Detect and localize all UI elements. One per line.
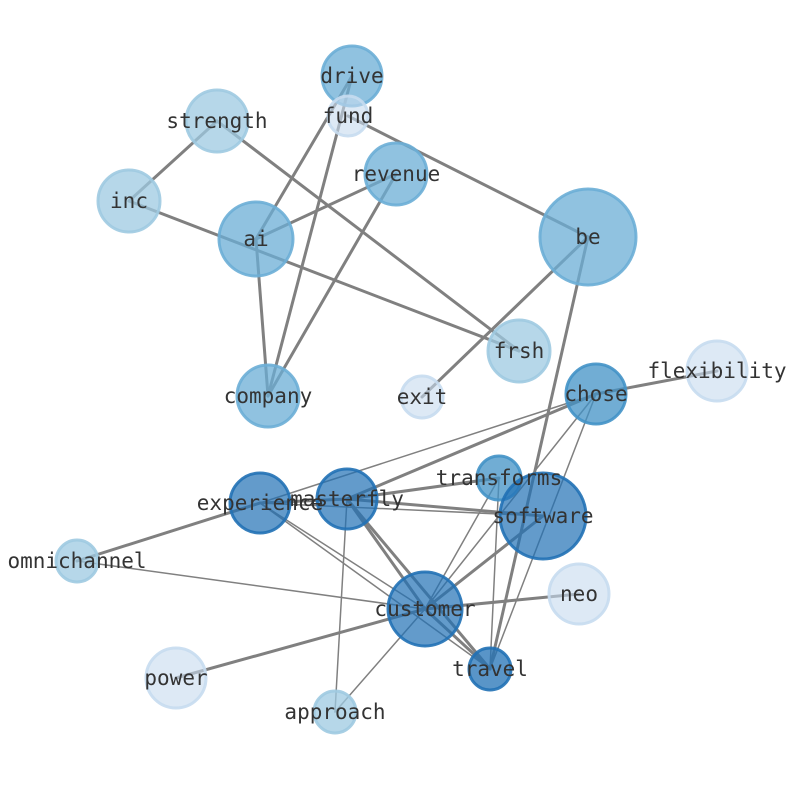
node-label-ai: ai <box>243 227 268 251</box>
node-experience[interactable] <box>228 471 292 535</box>
node-label-exit: exit <box>397 385 448 409</box>
edge-inc-frsh <box>127 199 521 353</box>
edge-chose-experience <box>259 393 597 504</box>
node-label-travel: travel <box>452 657 528 681</box>
node-ai[interactable] <box>217 200 295 278</box>
node-label-inc: inc <box>110 189 148 213</box>
node-revenue[interactable] <box>363 141 429 207</box>
edge-customer-power <box>174 607 427 680</box>
node-label-approach: approach <box>284 700 385 724</box>
node-software[interactable] <box>498 471 588 561</box>
node-chose[interactable] <box>564 362 628 426</box>
node-company[interactable] <box>235 363 301 429</box>
node-travel[interactable] <box>467 646 513 692</box>
node-strength[interactable] <box>184 88 250 154</box>
edge-be-travel <box>488 235 590 671</box>
node-exit[interactable] <box>399 374 445 420</box>
node-label-flexibility: flexibility <box>647 359 786 383</box>
node-be[interactable] <box>538 187 638 287</box>
edge-experience-software <box>259 502 544 517</box>
node-label-revenue: revenue <box>352 162 441 186</box>
edge-transforms-travel <box>489 477 500 670</box>
node-customer[interactable] <box>386 570 464 648</box>
edge-chose-masterfly <box>345 392 598 501</box>
edge-omnichannel-customer <box>76 560 426 610</box>
edge-experience-travel <box>259 502 491 670</box>
node-label-fund: fund <box>323 104 374 128</box>
node-approach[interactable] <box>312 689 358 735</box>
node-fund[interactable] <box>326 94 370 138</box>
node-label-be: be <box>575 225 600 249</box>
node-label-omnichannel: omnichannel <box>7 549 146 573</box>
node-label-transforms: transforms <box>436 466 562 490</box>
node-label-power: power <box>144 666 207 690</box>
edge-masterfly-approach <box>334 498 348 713</box>
node-omnichannel[interactable] <box>54 538 100 584</box>
node-label-neo: neo <box>560 582 598 606</box>
edge-strength-frsh <box>215 119 521 353</box>
edge-experience-omnichannel <box>75 501 262 563</box>
node-label-software: software <box>492 504 593 528</box>
node-inc[interactable] <box>96 168 162 234</box>
node-label-customer: customer <box>374 597 475 621</box>
node-neo[interactable] <box>547 562 611 626</box>
node-label-experience: experience <box>197 491 323 515</box>
node-power[interactable] <box>144 646 208 710</box>
node-label-frsh: frsh <box>494 339 545 363</box>
node-label-masterfly: masterfly <box>290 487 404 511</box>
node-masterfly[interactable] <box>315 467 379 531</box>
label-layer: drive fund strength revenue inc ai be frsh flexi… <box>7 64 786 724</box>
node-layer <box>54 44 749 735</box>
node-frsh[interactable] <box>486 318 552 384</box>
node-label-drive: drive <box>320 64 383 88</box>
node-label-company: company <box>224 384 313 408</box>
node-label-chose: chose <box>564 382 627 406</box>
node-label-strength: strength <box>166 109 267 133</box>
edge-revenue-company <box>266 172 398 398</box>
node-flexibility[interactable] <box>685 339 749 403</box>
